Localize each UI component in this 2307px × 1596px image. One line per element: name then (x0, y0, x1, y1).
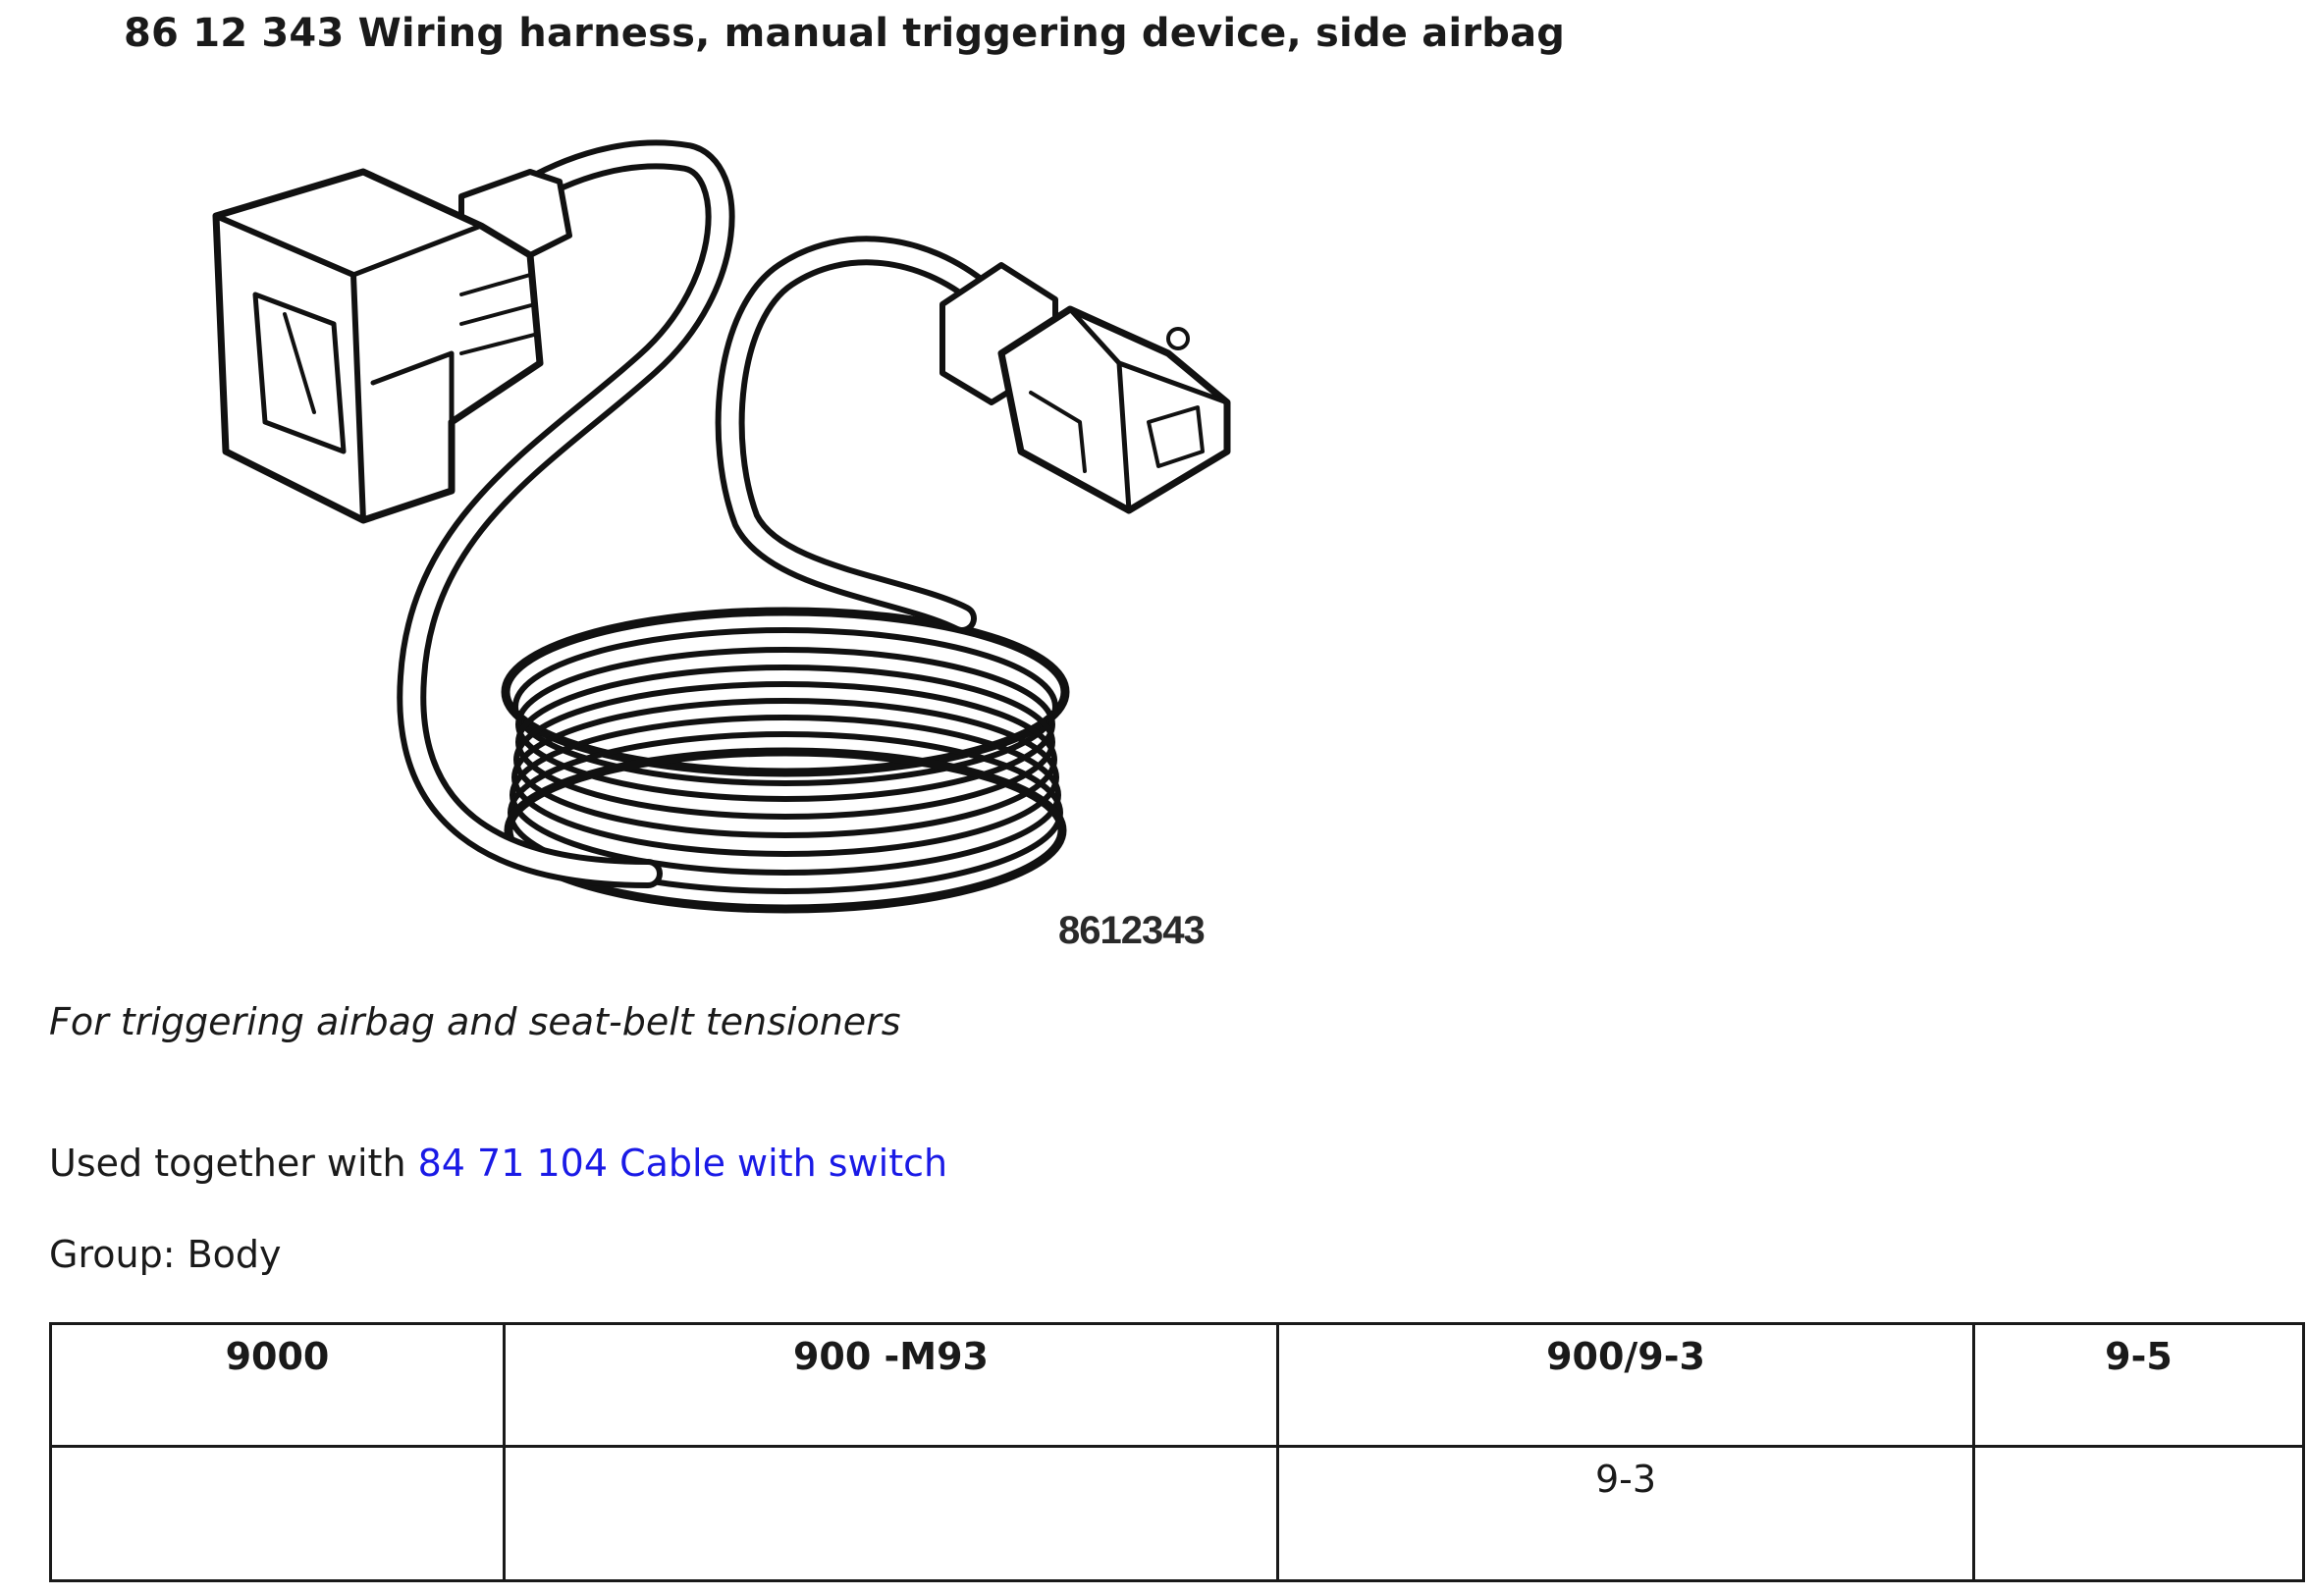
wiring-harness-drawing (212, 139, 1231, 914)
figure-number: 8612343 (1058, 909, 1206, 952)
used-together-line: Used together with 84 71 104 Cable with … (49, 1139, 947, 1188)
table-cell (49, 1445, 506, 1582)
column-header: 900 -M93 (503, 1322, 1279, 1448)
related-part-link[interactable]: 84 71 104 Cable with switch (417, 1142, 948, 1185)
table-cell (503, 1445, 1279, 1582)
table-cell (1972, 1445, 2305, 1582)
page-title: 86 12 343 Wiring harness, manual trigger… (124, 11, 1566, 56)
column-header: 9000 (49, 1322, 506, 1448)
group-line: Group: Body (49, 1233, 282, 1276)
column-header: 900/9-3 (1276, 1322, 1975, 1448)
table-row: 9-3 (49, 1445, 2305, 1582)
table-header-row: 9000 900 -M93 900/9-3 9-5 (49, 1322, 2305, 1448)
models-table: 9000 900 -M93 900/9-3 9-5 9-3 (49, 1322, 2305, 1582)
column-header: 9-5 (1972, 1322, 2305, 1448)
description: For triggering airbag and seat-belt tens… (49, 1000, 901, 1043)
wiring-harness-illustration: 8612343 (137, 128, 1257, 972)
table-cell: 9-3 (1276, 1445, 1975, 1582)
used-together-prefix: Used together with (49, 1142, 406, 1185)
